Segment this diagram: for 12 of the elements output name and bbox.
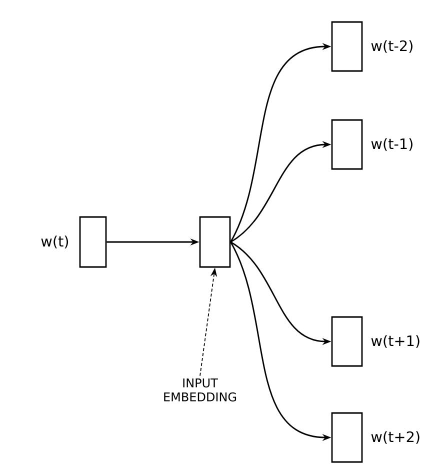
node-label: w(t-2) [371, 40, 412, 53]
node-label: w(t+2) [371, 431, 420, 444]
word-box: w(t-2) [331, 21, 412, 72]
annotation-text: INPUT EMBEDDING [164, 378, 236, 402]
word-box: w(t) [41, 216, 107, 268]
word-box: w(t+2) [331, 412, 420, 463]
node-label: w(t) [41, 236, 68, 248]
node-label: w(t-1) [371, 138, 412, 151]
rectangle-box [199, 216, 231, 268]
node-label: w(t+1) [371, 335, 420, 348]
word-box: w(t-1) [331, 119, 412, 170]
word-box: w(t+1) [331, 316, 420, 367]
